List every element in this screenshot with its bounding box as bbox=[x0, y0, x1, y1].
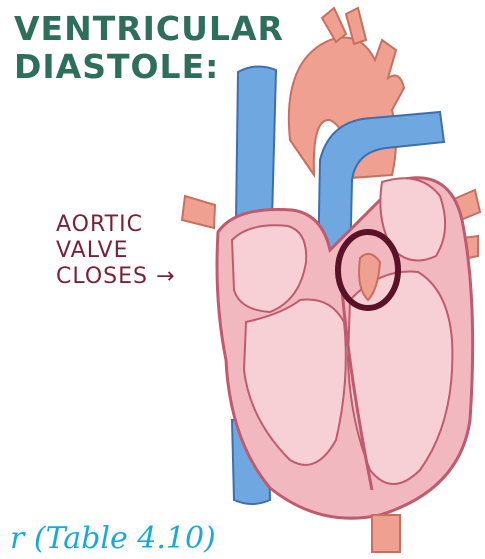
pulmonary-artery-left bbox=[182, 196, 215, 228]
handwritten-note: r (Table 4.10) bbox=[10, 522, 216, 556]
superior-vena-cava bbox=[236, 66, 276, 222]
aortic-branch-1 bbox=[322, 8, 346, 42]
descending-aorta-stub bbox=[372, 515, 400, 552]
